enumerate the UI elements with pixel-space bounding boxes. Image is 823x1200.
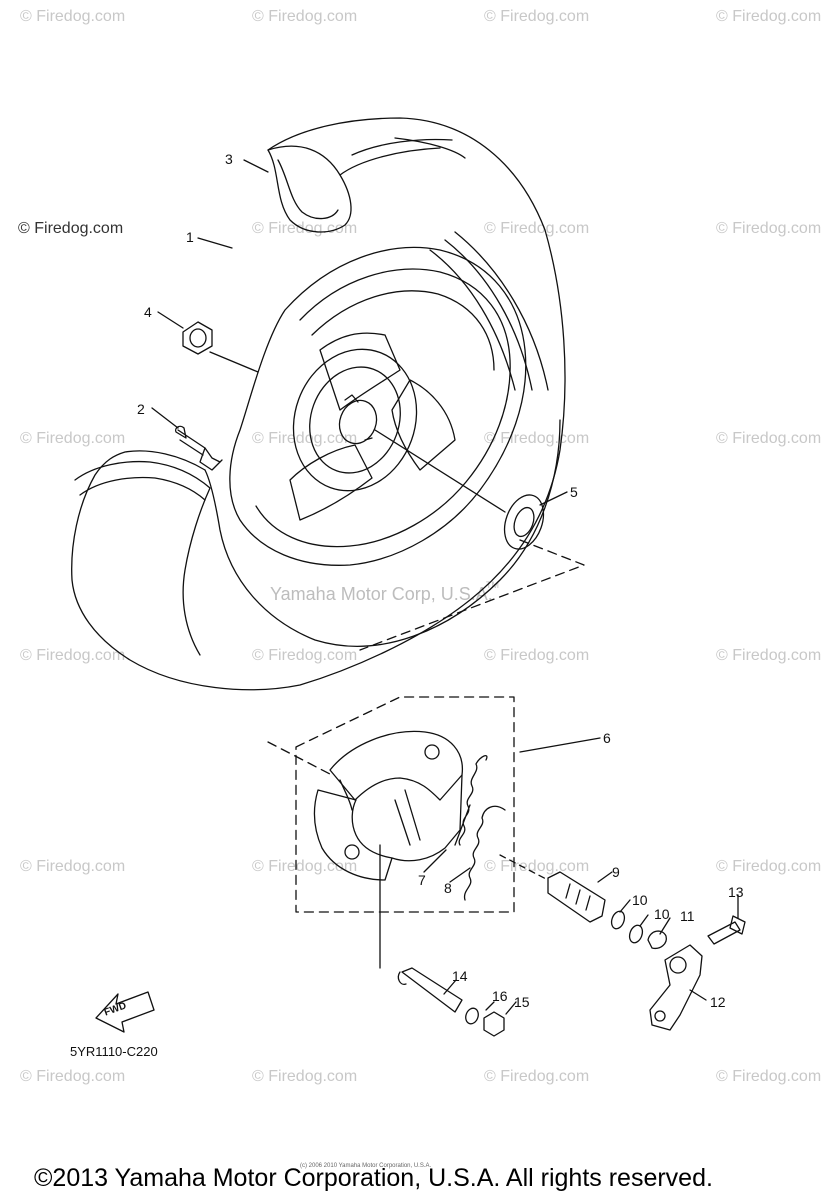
- anchor-bolt: [398, 968, 462, 1012]
- watermark: © Firedog.com: [716, 1068, 822, 1085]
- callout-2: 2: [137, 401, 145, 417]
- watermark: © Firedog.com: [484, 858, 590, 875]
- brake-camshaft: [548, 872, 605, 922]
- callout-16: 16: [492, 988, 508, 1004]
- wear-indicator: [648, 931, 666, 948]
- rim-outline: [230, 248, 526, 566]
- watermark: © Firedog.com: [484, 430, 590, 447]
- callout-6: 6: [603, 730, 611, 746]
- watermark: © Firedog.com: [716, 220, 822, 237]
- callout-10: 10: [632, 892, 648, 908]
- watermark: © Firedog.com: [20, 647, 126, 664]
- callout-3: 3: [225, 151, 233, 167]
- tire-cutaway: [75, 462, 210, 655]
- o-ring: [609, 909, 626, 930]
- callout-9: 9: [612, 864, 620, 880]
- callout-8: 8: [444, 880, 452, 896]
- axis-dash: [360, 540, 584, 650]
- brake-spring: [455, 756, 487, 845]
- hub-outer: [274, 332, 436, 508]
- callout-14: 14: [452, 968, 468, 984]
- watermark: © Firedog.com: [20, 1068, 126, 1085]
- callout-15: 15: [514, 994, 530, 1010]
- watermark: © Firedog.com: [20, 858, 126, 875]
- brake-shoe: [330, 731, 462, 800]
- brake-cam-lever: [650, 945, 702, 1030]
- fine-print: (c) 2006 2010 Yamaha Motor Corporation, …: [300, 1163, 432, 1169]
- o-ring-small: [464, 1006, 481, 1025]
- valve-stem: [176, 426, 220, 462]
- callout-12: 12: [710, 994, 726, 1010]
- callout-7: 7: [418, 872, 426, 888]
- hub-bore: [334, 395, 383, 449]
- watermark: © Firedog.com: [252, 858, 358, 875]
- rim-spoke: [392, 380, 455, 470]
- hex-nut: [484, 1012, 504, 1036]
- diagram-code: 5YR1110-C220: [70, 1044, 158, 1059]
- watermark: © Firedog.com: [716, 647, 822, 664]
- tire-section-top: [268, 146, 351, 232]
- watermark: © Firedog.com: [716, 858, 822, 875]
- rim-spoke: [320, 333, 400, 410]
- watermark: © Firedog.com: [484, 220, 590, 237]
- callout-13: 13: [728, 884, 744, 900]
- watermark: © Firedog.com: [484, 8, 590, 25]
- callout-4: 4: [144, 304, 152, 320]
- watermark: © Firedog.com: [252, 430, 358, 447]
- callout-11: 11: [680, 908, 695, 924]
- watermark: © Firedog.com: [716, 430, 822, 447]
- manufacturer-watermark: Yamaha Motor Corp, U.S.A.: [270, 584, 493, 604]
- watermark: © Firedog.com: [716, 8, 822, 25]
- watermark: © Firedog.com: [20, 430, 126, 447]
- lever-bolt: [708, 916, 745, 944]
- callout-10b: 10: [654, 906, 670, 922]
- hub-inner: [295, 354, 415, 486]
- tire-inner-lip: [205, 420, 560, 646]
- fwd-arrow-icon: [96, 992, 154, 1032]
- callout-5: 5: [570, 484, 578, 500]
- rim-spoke: [290, 445, 372, 520]
- valve-nut: [183, 322, 212, 354]
- watermark: © Firedog.com: [252, 8, 358, 25]
- o-ring: [627, 923, 644, 944]
- washer: [498, 490, 551, 555]
- brake-spring: [465, 806, 505, 900]
- callout-1: 1: [186, 229, 194, 245]
- watermark: © Firedog.com: [252, 220, 358, 237]
- watermark: © Firedog.com: [484, 647, 590, 664]
- watermark: © Firedog.com: [484, 1068, 590, 1085]
- copyright-footer: ©2013 Yamaha Motor Corporation, U.S.A. A…: [34, 1164, 713, 1192]
- trademark-mark: TM: [486, 580, 499, 590]
- watermark: © Firedog.com: [252, 647, 358, 664]
- watermark: © Firedog.com: [18, 220, 124, 237]
- tire-outline: [72, 118, 565, 690]
- watermark: © Firedog.com: [252, 1068, 358, 1085]
- watermark: © Firedog.com: [20, 8, 126, 25]
- brake-group-box: [296, 697, 514, 912]
